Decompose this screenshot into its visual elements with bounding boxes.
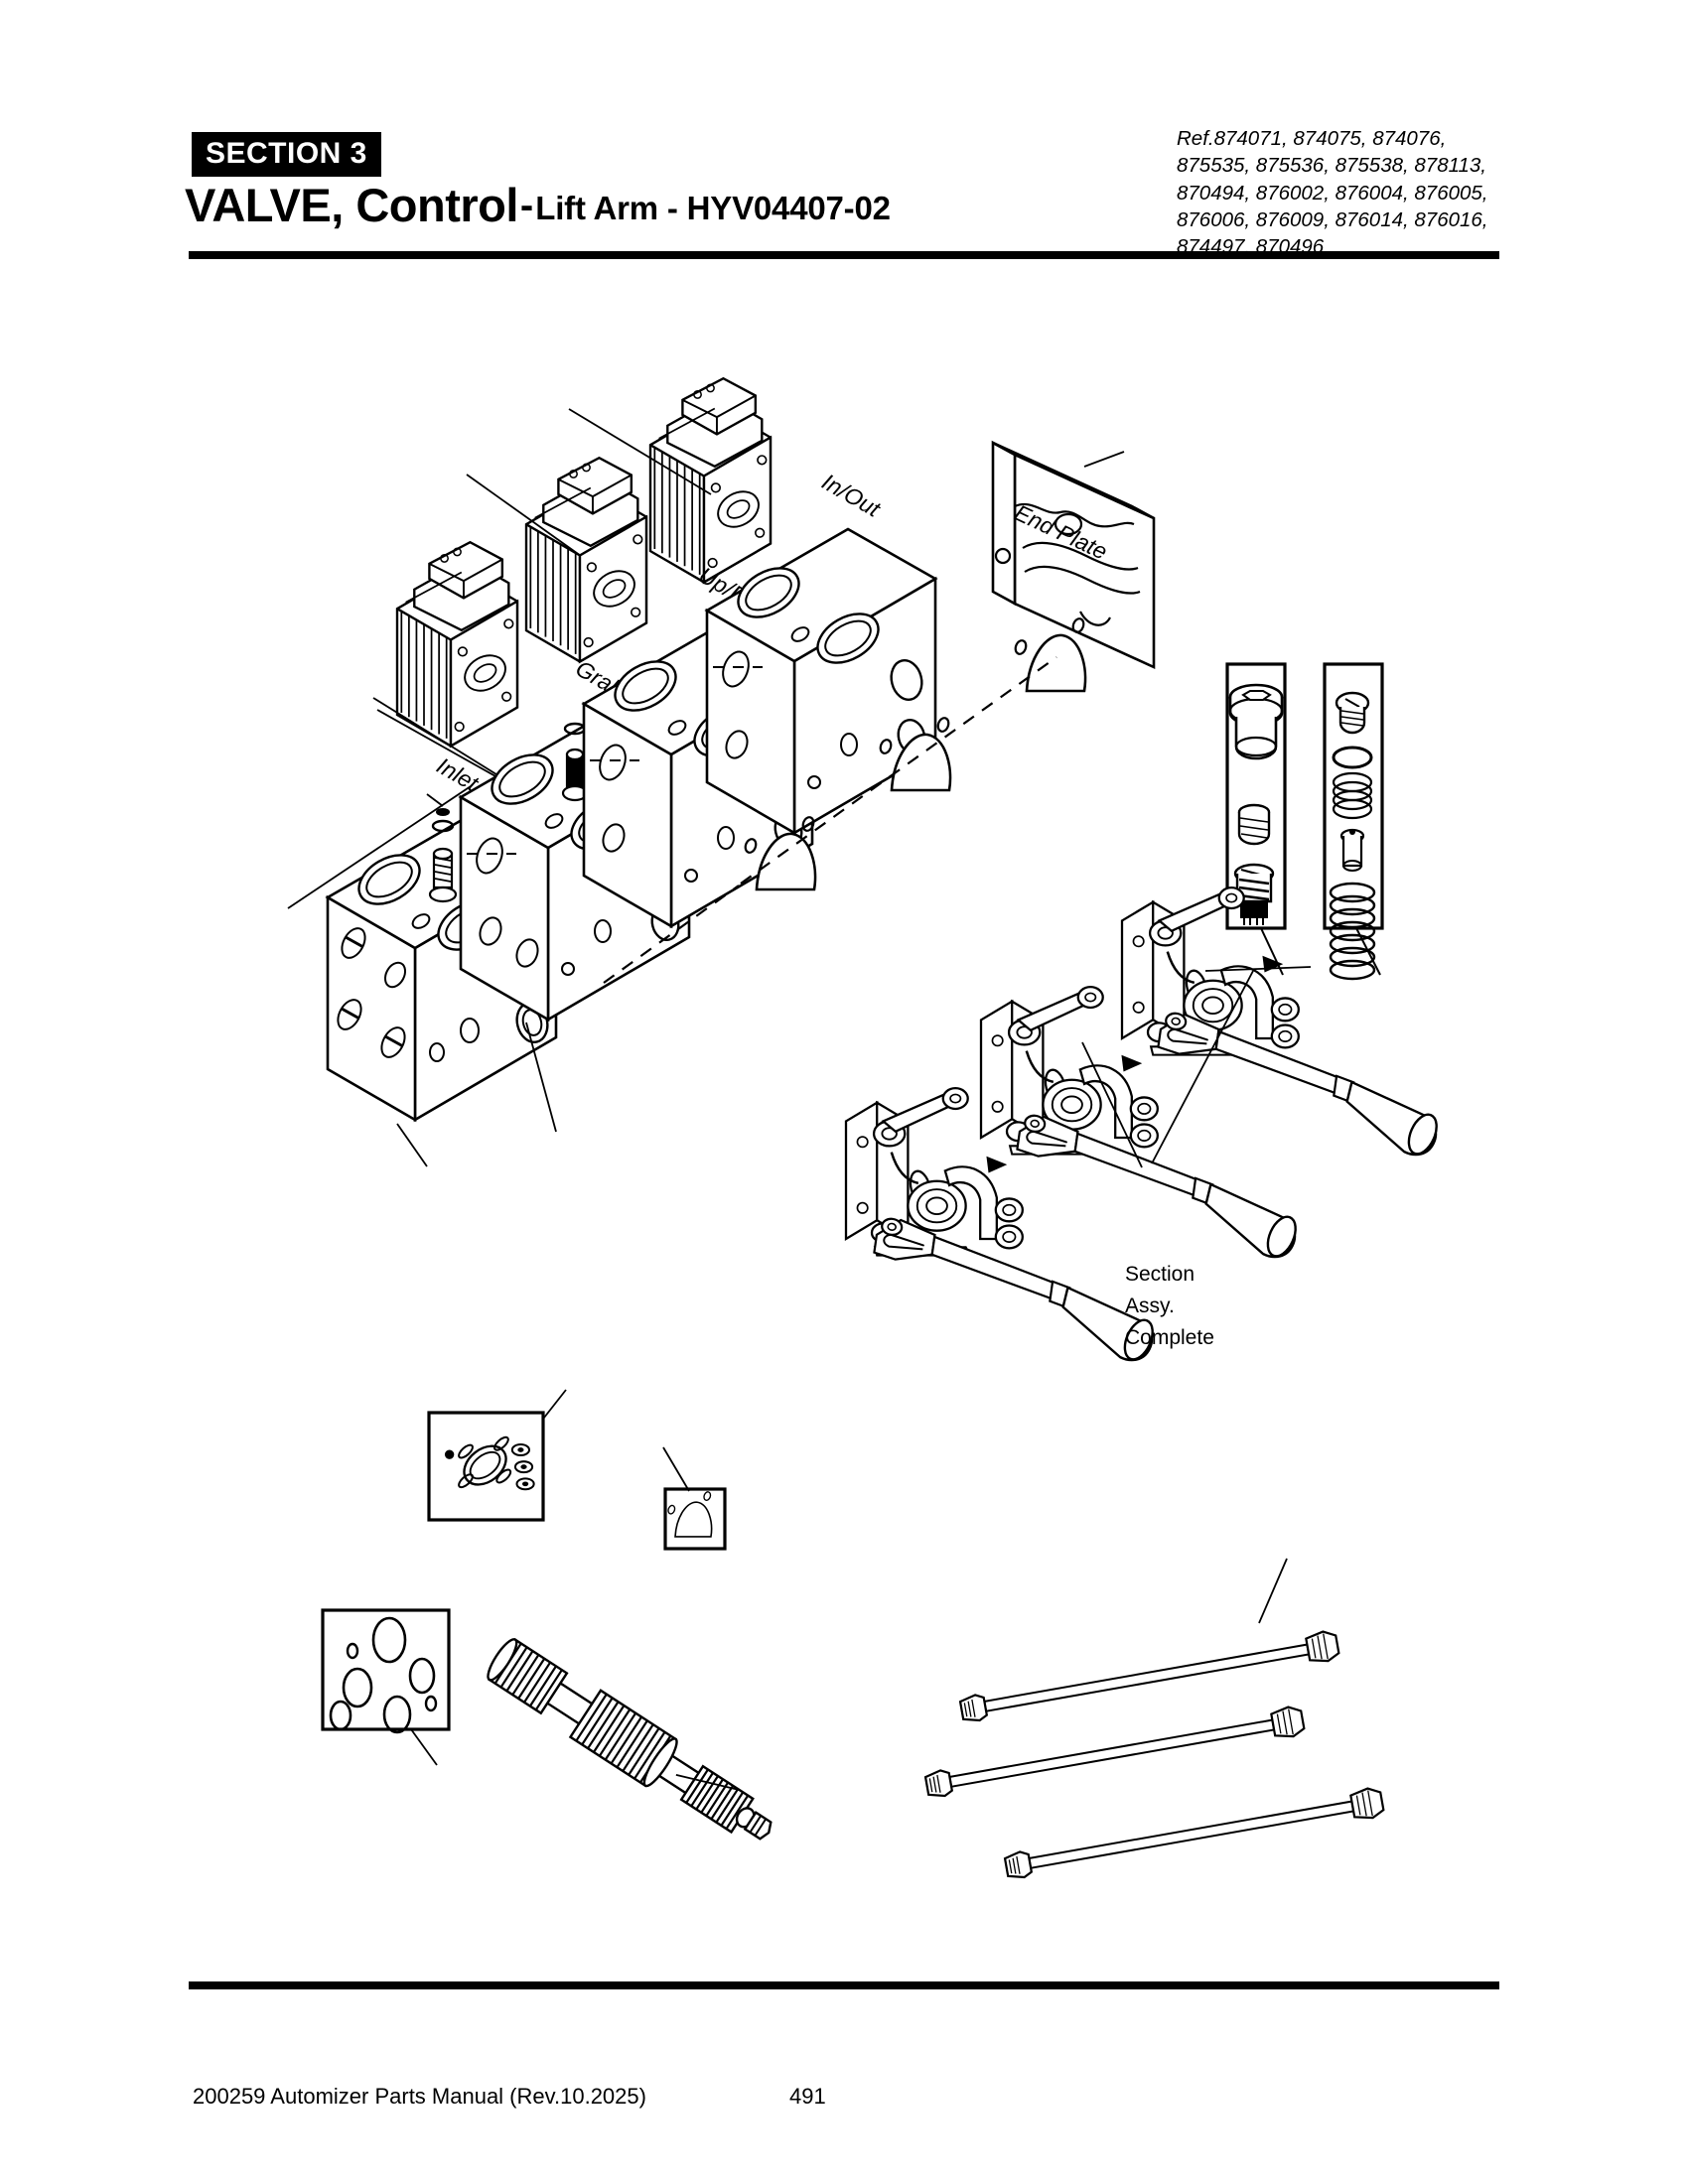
section-assy-caption: Section Assy. Complete [1125,1263,1214,1349]
exploded-diagram: Inlet [0,258,1688,1976]
reference-numbers: Ref.874071, 874075, 874076, 875535, 8755… [1177,125,1488,260]
control-handle [1006,1112,1313,1264]
relief-cartridge-box [1225,662,1287,976]
section-assy-line: Assy. [1125,1295,1175,1317]
assembly-axis [603,885,740,984]
spool-assembly [487,1638,773,1841]
end-plate-section: End Plate [991,440,1156,670]
leader-line [568,408,712,495]
leader-line [396,1123,428,1167]
solenoid-module [524,457,648,663]
leader-line [662,1446,690,1492]
leader-line [1083,451,1125,468]
leader-line [466,474,582,557]
reference-line: Ref.874071, 874075, 874076, [1177,127,1447,150]
check-valve-box [1323,662,1384,981]
solenoid-module [395,541,519,748]
in-out-label: In/Out [818,469,887,523]
seal-kit-box [427,1389,567,1522]
leader-line [410,1728,438,1766]
leader-line [675,1773,741,1792]
footer-page-number: 491 [789,2084,826,2109]
leader-line [372,697,513,785]
page-title-main: VALVE, Control [185,179,518,231]
leader-line [1151,970,1254,1164]
leader-line [1204,966,1312,972]
header-rule [189,251,1499,259]
section-assy-line: Complete [1125,1326,1214,1349]
port-plate-box [321,1608,451,1766]
tie-rod [1002,1785,1386,1883]
assembly-axis [740,656,1057,885]
page-title-sub: Lift Arm - HYV04407-02 [535,190,891,226]
leader-line [1258,1558,1288,1624]
footer-document: 200259 Automizer Parts Manual (Rev.10.20… [193,2084,646,2109]
leader-line [525,1022,557,1133]
wedge-seal-box [662,1446,727,1551]
section-assy-line: Section [1125,1263,1195,1286]
reference-line: 876006, 876009, 876014, 876016, [1177,207,1488,231]
leader-line [1081,1041,1143,1168]
reference-line: 875535, 875536, 875538, 878113, [1177,154,1486,178]
page-title-dash: - [519,184,534,227]
solenoid-module [648,377,773,584]
leader-line [426,793,444,807]
section-badge: SECTION 3 [192,132,381,177]
reference-line: 870494, 876002, 876004, 876005, [1177,181,1488,205]
footer-rule [189,1981,1499,1989]
leader-line [287,783,474,909]
page-title: VALVE, Control-Lift Arm - HYV04407-02 [185,182,891,228]
leader-line [543,1389,567,1419]
